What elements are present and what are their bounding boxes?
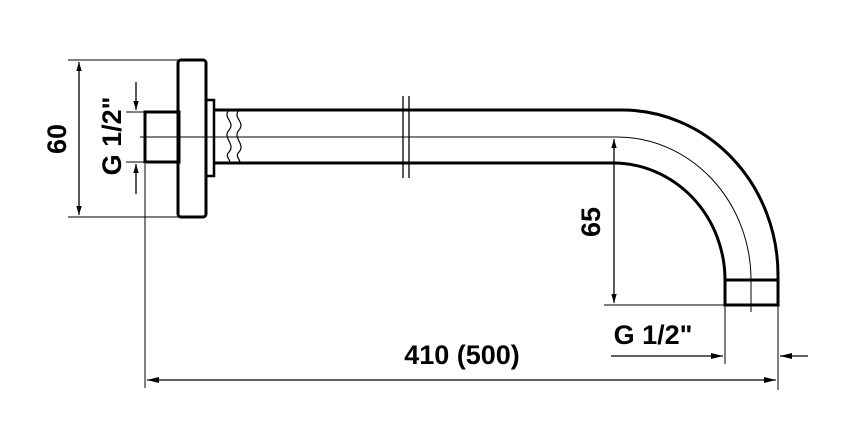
dimension-flange-height: 60 — [42, 59, 180, 218]
outlet-thread-label: G 1/2" — [614, 320, 693, 350]
flange-height-label: 60 — [42, 124, 72, 154]
dimension-outlet-thread: G 1/2" — [611, 306, 808, 390]
pipe-inner-edge — [214, 161, 727, 281]
pipe-centerline — [140, 136, 752, 312]
dimension-overall-length: 410 (500) — [144, 164, 776, 388]
pipe-outer-edge — [214, 108, 780, 280]
drop-height-label: 65 — [576, 207, 606, 237]
flange-collar — [204, 98, 216, 178]
overall-length-label: 410 (500) — [404, 340, 520, 370]
dimension-inlet-thread: G 1/2" — [97, 82, 147, 194]
dimension-drop-height: 65 — [576, 139, 727, 306]
outlet-thread-stub — [723, 278, 780, 307]
inlet-thread-label: G 1/2" — [97, 97, 127, 176]
wall-flange — [176, 58, 208, 219]
pipe-break-mark — [226, 109, 232, 164]
pipe-break-mark-2 — [236, 109, 242, 164]
shower-arm-body — [140, 58, 780, 312]
